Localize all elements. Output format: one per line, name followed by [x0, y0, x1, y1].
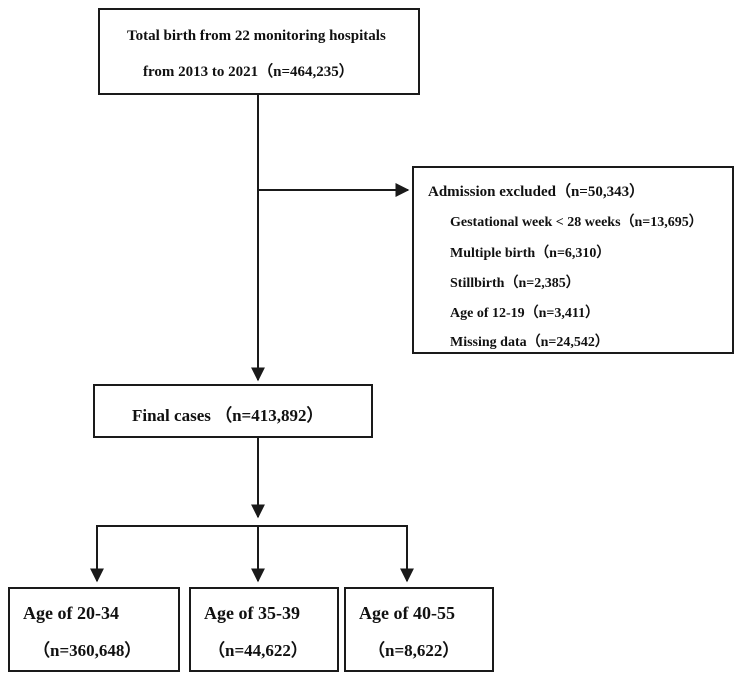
final-cases-label: Final cases （n=413,892）	[132, 406, 324, 425]
excluded-item-missing-data: Missing data（n=24,542）	[450, 335, 609, 350]
excluded-box: Admission excluded（n=50,343） Gestational…	[412, 166, 734, 354]
group-label-age-40-55: Age of 40-55	[359, 603, 455, 623]
total-births-line-2: from 2013 to 2021（n=464,235）	[143, 64, 354, 80]
total-births-box: Total birth from 22 monitoring hospitals…	[98, 8, 420, 95]
excluded-item-stillbirth: Stillbirth（n=2,385）	[450, 276, 580, 291]
group-box-age-40-55: Age of 40-55 （n=8,622）	[344, 587, 494, 672]
excluded-item-age-12-19: Age of 12-19（n=3,411）	[450, 306, 600, 321]
excluded-title: Admission excluded（n=50,343）	[428, 184, 645, 200]
final-cases-box: Final cases （n=413,892）	[93, 384, 373, 438]
excluded-item-gestational: Gestational week < 28 weeks（n=13,695）	[450, 215, 703, 230]
excluded-item-multiple-birth: Multiple birth（n=6,310）	[450, 246, 611, 261]
group-count-age-40-55: （n=8,622）	[368, 641, 460, 660]
group-count-age-35-39: （n=44,622）	[208, 641, 308, 660]
group-box-age-35-39: Age of 35-39 （n=44,622）	[189, 587, 339, 672]
total-births-line-1: Total birth from 22 monitoring hospitals	[127, 28, 386, 44]
group-label-age-35-39: Age of 35-39	[204, 603, 300, 623]
group-count-age-20-34: （n=360,648）	[33, 641, 142, 660]
group-box-age-20-34: Age of 20-34 （n=360,648）	[8, 587, 180, 672]
group-label-age-20-34: Age of 20-34	[23, 603, 119, 623]
